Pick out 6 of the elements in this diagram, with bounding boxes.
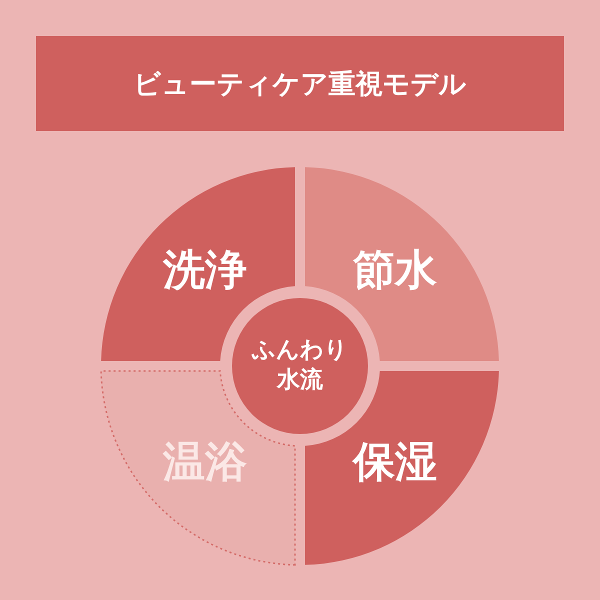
sector-label: 節水	[353, 249, 437, 291]
title-text: ビューティケア重視モデル	[134, 68, 466, 102]
sector-label: 洗浄	[163, 249, 247, 291]
sector-label: 保湿	[353, 441, 437, 483]
sector-label: 温浴	[163, 441, 247, 483]
center-label: ふんわり水流	[252, 336, 348, 395]
